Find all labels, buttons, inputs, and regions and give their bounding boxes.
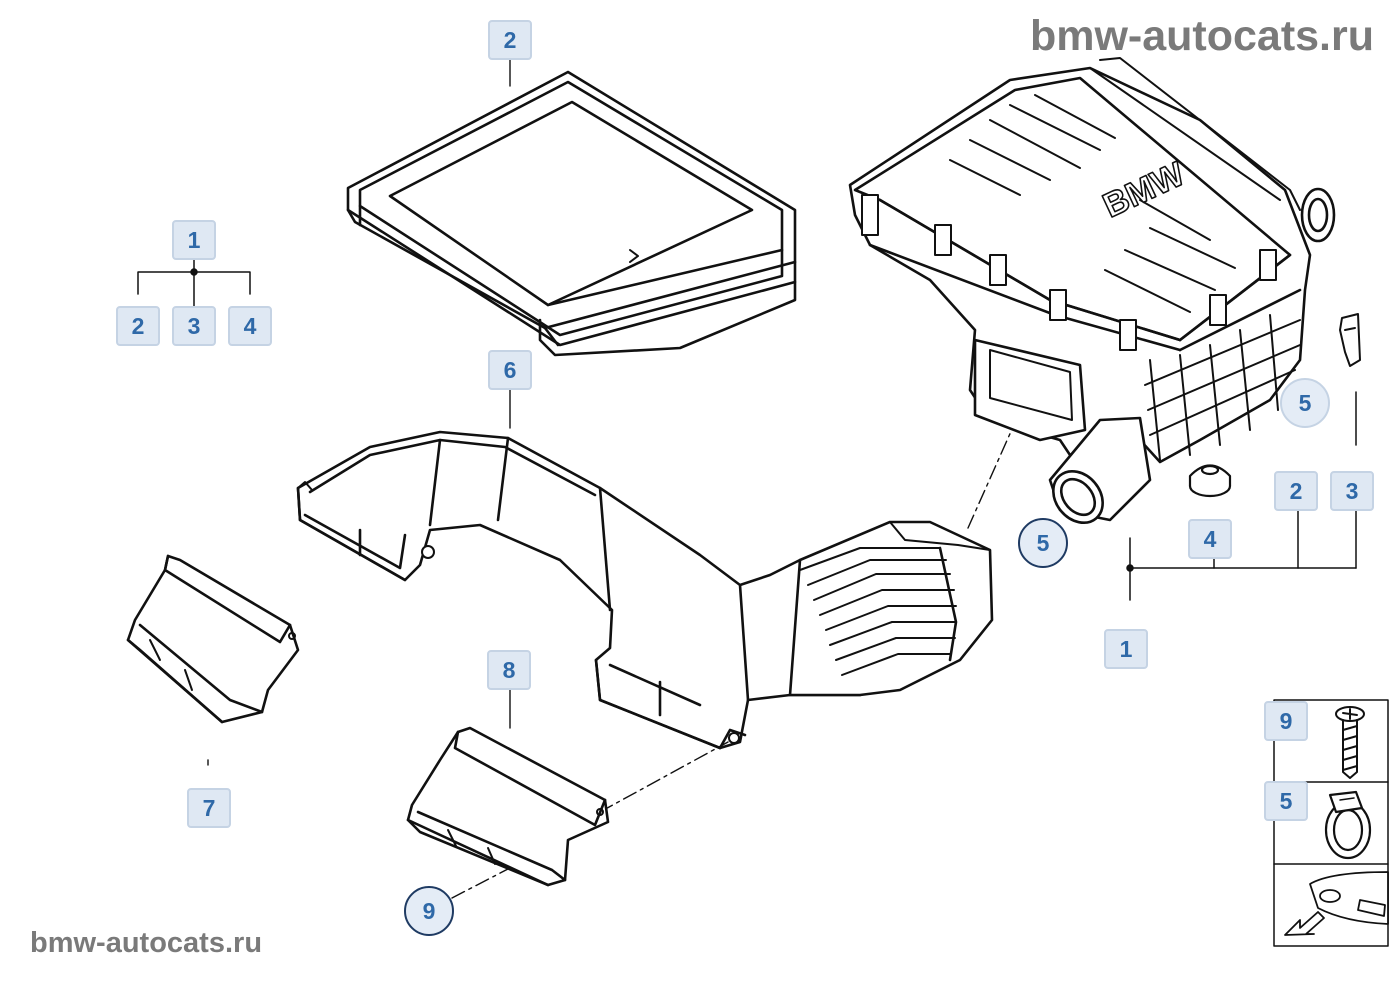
callout-housing-parent[interactable]: 1 <box>1104 629 1148 669</box>
callout-duct[interactable]: 6 <box>488 350 532 390</box>
hose-clamp-icon <box>1324 790 1372 860</box>
watermark-top: bmw-autocats.ru <box>1029 12 1374 60</box>
intake-duct <box>296 430 862 750</box>
air-filter-element <box>346 70 797 357</box>
callout-grommet[interactable]: 4 <box>1188 519 1232 559</box>
callout-group-parent[interactable]: 1 <box>172 220 216 260</box>
callout-group-a[interactable]: 2 <box>116 306 160 346</box>
callout-housing-sub-b[interactable]: 3 <box>1330 471 1374 511</box>
duct-bellows <box>788 520 994 697</box>
callout-front-scoop[interactable]: 8 <box>487 650 531 690</box>
callout-legend-screw[interactable]: 9 <box>1264 701 1308 741</box>
callout-group-b[interactable]: 3 <box>172 306 216 346</box>
group-bracket <box>137 257 251 307</box>
callout-front-screw[interactable]: 9 <box>404 886 454 936</box>
left-air-scoop <box>126 554 300 724</box>
callout-hose-clamp[interactable]: 5 <box>1018 518 1068 568</box>
small-clip <box>1339 313 1361 367</box>
car-location-icon <box>1284 871 1389 936</box>
callout-legend-clamp[interactable]: 5 <box>1264 781 1308 821</box>
air-filter-housing: BMW <box>848 57 1336 524</box>
callout-group-c[interactable]: 4 <box>228 306 272 346</box>
front-air-scoop <box>406 726 610 887</box>
callout-left-scoop[interactable]: 7 <box>187 788 231 828</box>
screw-icon <box>1335 706 1365 779</box>
callout-housing-clamp[interactable]: 5 <box>1280 378 1330 428</box>
rubber-grommet <box>1188 464 1232 498</box>
watermark-bottom: bmw-autocats.ru <box>30 927 263 959</box>
callout-housing-sub-a[interactable]: 2 <box>1274 471 1318 511</box>
callout-filter[interactable]: 2 <box>488 20 532 60</box>
